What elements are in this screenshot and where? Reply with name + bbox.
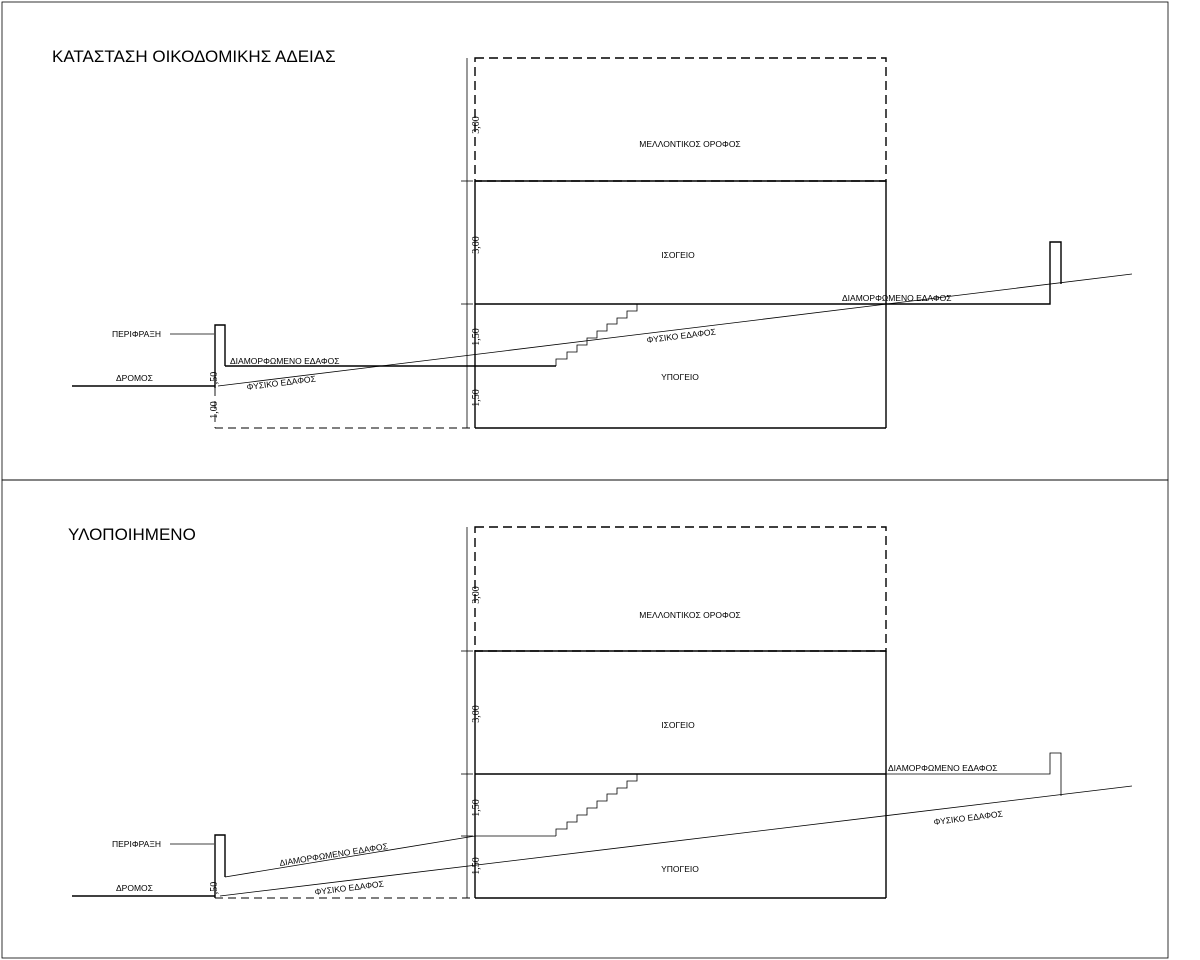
natural-ground-line [219,785,1133,897]
top-panel-frame [1,1,1169,481]
bottom-panel-title: ΥΛΟΠΟΙΗΜΕΝΟ [68,525,196,544]
top-panel: ΚΑΤΑΣΤΑΣΗ ΟΙΚΟΔΟΜΙΚΗΣ ΑΔΕΙΑΣ ΜΕΛΛΟΝΤΙΚΟΣ… [52,47,1133,429]
dimension-text: 3,00 [471,116,482,134]
basement-label: ΥΠΟΓΕΙΟ [661,864,699,874]
formed-ground-right [886,241,1062,305]
dimension-text: ,50 [209,882,220,895]
future-floor-outline [474,526,887,652]
road-label: ΔΡΟΜΟΣ [116,373,153,383]
basement-stairs [555,303,648,366]
formed-ground-right-label: ΔΙΑΜΟΡΦΩΜΕΝΟ ΕΔΑΦΟΣ [888,763,998,773]
dimension-text: 3,00 [471,586,482,604]
dimension-text: ,50 [209,372,220,385]
formed-ground-right-label: ΔΙΑΜΟΡΦΩΜΕΝΟ ΕΔΑΦΟΣ [842,293,952,303]
fence [214,324,226,388]
future-floor-outline [474,57,887,182]
formed-ground-left-label: ΔΙΑΜΟΡΦΩΜΕΝΟ ΕΔΑΦΟΣ [279,841,389,868]
bottom-panel: ΥΛΟΠΟΙΗΜΕΝΟ ΜΕΛΛΟΝΤΙΚΟΣ ΟΡΟΦΟΣ ΙΣΟΓΕΙΟ Υ… [68,525,1133,899]
dimension-text: 1,50 [471,799,482,817]
fence-label: ΠΕΡΙΦΡΑΞΗ [112,839,161,849]
dimension-text: 1,50 [471,328,482,346]
dimension-text: 1,50 [471,857,482,875]
road-label: ΔΡΟΜΟΣ [116,883,153,893]
formed-ground-left-label: ΔΙΑΜΟΡΦΩΜΕΝΟ ΕΔΑΦΟΣ [230,356,340,366]
future-floor-label: ΜΕΛΛΟΝΤΙΚΟΣ ΟΡΟΦΟΣ [639,610,740,620]
top-panel-title: ΚΑΤΑΣΤΑΣΗ ΟΙΚΟΔΟΜΙΚΗΣ ΑΔΕΙΑΣ [52,47,336,66]
dimension-text: 3,00 [471,236,482,254]
basement-stairs [555,773,648,836]
ground-floor-label: ΙΣΟΓΕΙΟ [661,720,695,730]
dimension-text: 1,50 [471,389,482,407]
basement-label: ΥΠΟΓΕΙΟ [661,372,699,382]
future-floor-label: ΜΕΛΛΟΝΤΙΚΟΣ ΟΡΟΦΟΣ [639,139,740,149]
natural-ground-label: ΦΥΣΙΚΟ ΕΔΑΦΟΣ [933,809,1003,827]
formed-ground-right [886,752,1062,796]
natural-ground-line [217,273,1133,387]
ground-floor-label: ΙΣΟΓΕΙΟ [661,250,695,260]
formed-ground-left [224,835,556,878]
fence-label: ΠΕΡΙΦΡΑΞΗ [112,329,161,339]
dimension-text: 3,00 [471,705,482,723]
dimension-text: 1,00 [209,401,220,419]
bottom-panel-frame [1,479,1169,959]
natural-ground-label: ΦΥΣΙΚΟ ΕΔΑΦΟΣ [246,374,316,392]
fence [214,834,226,898]
natural-ground-label: ΦΥΣΙΚΟ ΕΔΑΦΟΣ [314,879,384,897]
